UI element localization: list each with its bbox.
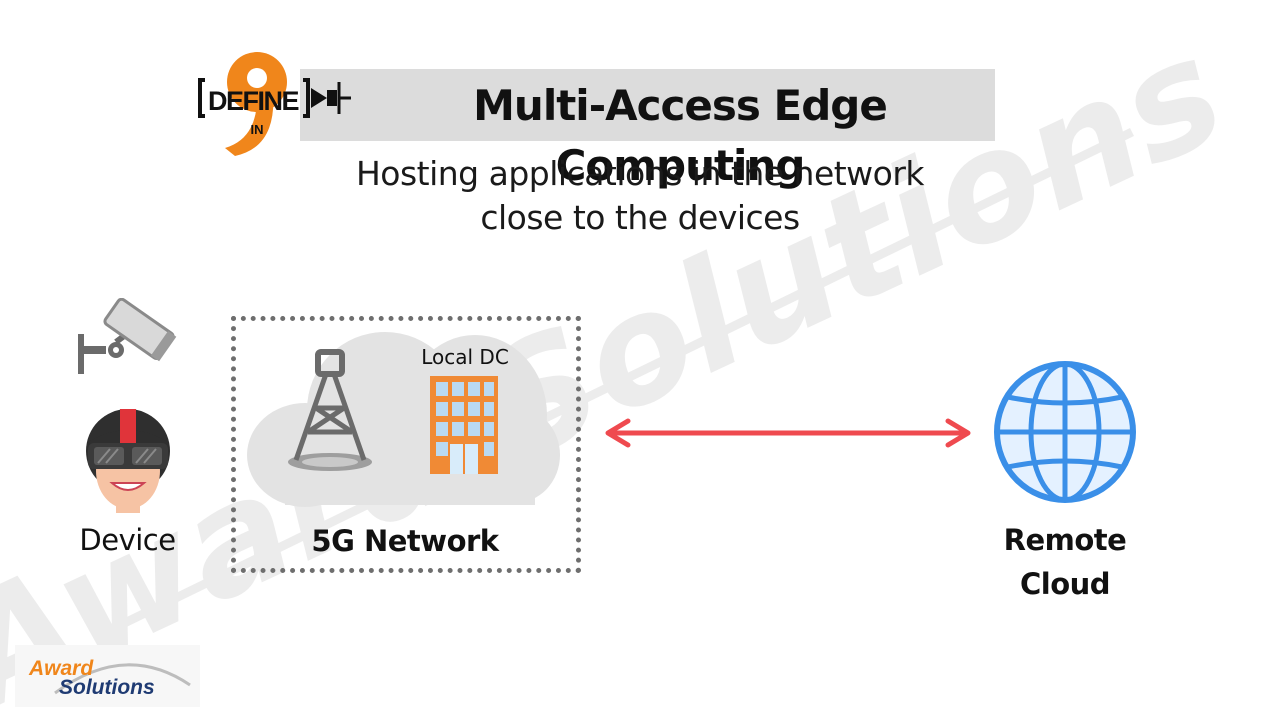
double-arrow-connector [605,418,971,448]
subtitle-line-2: close to the devices [480,198,800,237]
logo-in-text: IN [251,122,264,137]
logo-define-word: DEFINE [208,86,299,116]
local-dc-building-icon [430,376,498,474]
brand-logo-line1: Award [28,657,94,680]
cell-tower-icon [288,349,372,471]
define-in-9-logo: DEFINE IN [198,52,351,156]
brand-logo-line2: Solutions [59,676,155,699]
5g-network-label: 5G Network [311,524,499,558]
5g-network-box [231,316,581,573]
globe-icon [994,361,1136,503]
vr-headset-person-icon [86,409,170,513]
subtitle-line-1: Hosting applications in the network [355,154,925,193]
award-solutions-logo: Award Solutions [15,645,200,707]
device-label: Device [79,523,176,557]
remote-cloud-label: Remote Cloud [1003,523,1127,601]
security-camera-icon [78,298,177,374]
subtitle: Hosting applications in the network clos… [290,152,990,252]
page-title: Multi-Access Edge Computing [473,81,888,190]
title-bar [300,69,995,141]
local-dc-label: Local DC [421,345,509,369]
